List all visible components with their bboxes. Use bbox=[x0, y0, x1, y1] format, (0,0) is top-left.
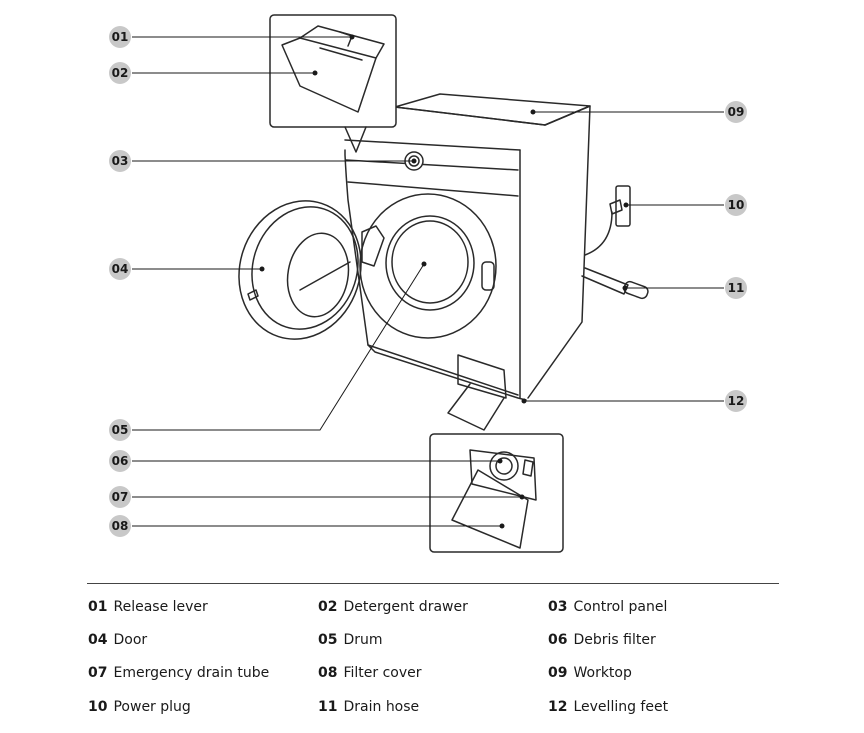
power-plug bbox=[584, 185, 631, 256]
legend-label: Power plug bbox=[113, 699, 191, 715]
legend-number: 02 bbox=[318, 599, 338, 615]
callout-number-04: 04 bbox=[112, 262, 129, 276]
detergent-drawer-inset bbox=[269, 14, 397, 153]
legend-item-filter-cover: 08 Filter cover bbox=[318, 664, 422, 682]
legend-item-worktop: 09 Worktop bbox=[548, 664, 632, 682]
callout-badge-09: 09 bbox=[725, 101, 747, 123]
legend-label: Control panel bbox=[573, 599, 668, 615]
legend-item-debris-filter: 06 Debris filter bbox=[548, 631, 656, 649]
legend-number: 06 bbox=[548, 632, 568, 648]
callout-number-12: 12 bbox=[728, 394, 745, 408]
callout-badge-01: 01 bbox=[109, 26, 131, 48]
callout-badge-10: 10 bbox=[725, 194, 747, 216]
legend-label: Emergency drain tube bbox=[113, 665, 270, 681]
callout-number-03: 03 bbox=[112, 154, 129, 168]
legend-number: 01 bbox=[88, 599, 108, 615]
callout-badge-12: 12 bbox=[725, 390, 747, 412]
legend-item-drum: 05 Drum bbox=[318, 631, 383, 649]
legend-label: Drum bbox=[343, 632, 383, 648]
callout-number-02: 02 bbox=[112, 66, 129, 80]
callout-badge-08: 08 bbox=[109, 515, 131, 537]
legend-label: Levelling feet bbox=[573, 699, 669, 715]
callout-badge-05: 05 bbox=[109, 419, 131, 441]
legend-number: 11 bbox=[318, 699, 338, 715]
legend-divider bbox=[87, 583, 779, 584]
legend-number: 03 bbox=[548, 599, 568, 615]
legend-number: 12 bbox=[548, 699, 568, 715]
callout-number-08: 08 bbox=[112, 519, 129, 533]
callout-badge-11: 11 bbox=[725, 277, 747, 299]
callout-number-09: 09 bbox=[728, 105, 745, 119]
legend-item-levelling-feet: 12 Levelling feet bbox=[548, 698, 668, 716]
legend-item-door: 04 Door bbox=[88, 631, 147, 649]
callout-number-11: 11 bbox=[728, 281, 745, 295]
callout-badge-03: 03 bbox=[109, 150, 131, 172]
legend-number: 09 bbox=[548, 665, 568, 681]
legend-label: Release lever bbox=[113, 599, 208, 615]
legend-item-emergency-drain-tube: 07 Emergency drain tube bbox=[88, 664, 269, 682]
machine-body bbox=[344, 93, 591, 431]
legend-number: 08 bbox=[318, 665, 338, 681]
legend-number: 07 bbox=[88, 665, 108, 681]
filter-inset bbox=[429, 433, 564, 553]
callout-badge-06: 06 bbox=[109, 450, 131, 472]
callout-number-06: 06 bbox=[112, 454, 129, 468]
legend-label: Filter cover bbox=[343, 665, 422, 681]
open-door bbox=[238, 200, 362, 340]
legend-number: 05 bbox=[318, 632, 338, 648]
legend-label: Door bbox=[113, 632, 148, 648]
legend-item-release-lever: 01 Release lever bbox=[88, 598, 208, 616]
drain-hose-shape bbox=[581, 267, 649, 300]
legend-item-control-panel: 03 Control panel bbox=[548, 598, 667, 616]
callout-number-07: 07 bbox=[112, 490, 129, 504]
legend-item-power-plug: 10 Power plug bbox=[88, 698, 191, 716]
callout-badge-04: 04 bbox=[109, 258, 131, 280]
legend-label: Detergent drawer bbox=[343, 599, 468, 615]
callout-badge-07: 07 bbox=[109, 486, 131, 508]
legend-item-drain-hose: 11 Drain hose bbox=[318, 698, 419, 716]
callout-number-05: 05 bbox=[112, 423, 129, 437]
legend-item-detergent-drawer: 02 Detergent drawer bbox=[318, 598, 468, 616]
legend-label: Debris filter bbox=[573, 632, 656, 648]
callout-number-01: 01 bbox=[112, 30, 129, 44]
washing-machine-diagram: 01 02 03 04 05 06 07 08 09 10 11 12 bbox=[109, 14, 747, 553]
callout-badge-02: 02 bbox=[109, 62, 131, 84]
callout-number-10: 10 bbox=[728, 198, 745, 212]
legend-label: Drain hose bbox=[343, 699, 420, 715]
legend-number: 10 bbox=[88, 699, 108, 715]
legend-number: 04 bbox=[88, 632, 108, 648]
legend-label: Worktop bbox=[573, 665, 632, 681]
